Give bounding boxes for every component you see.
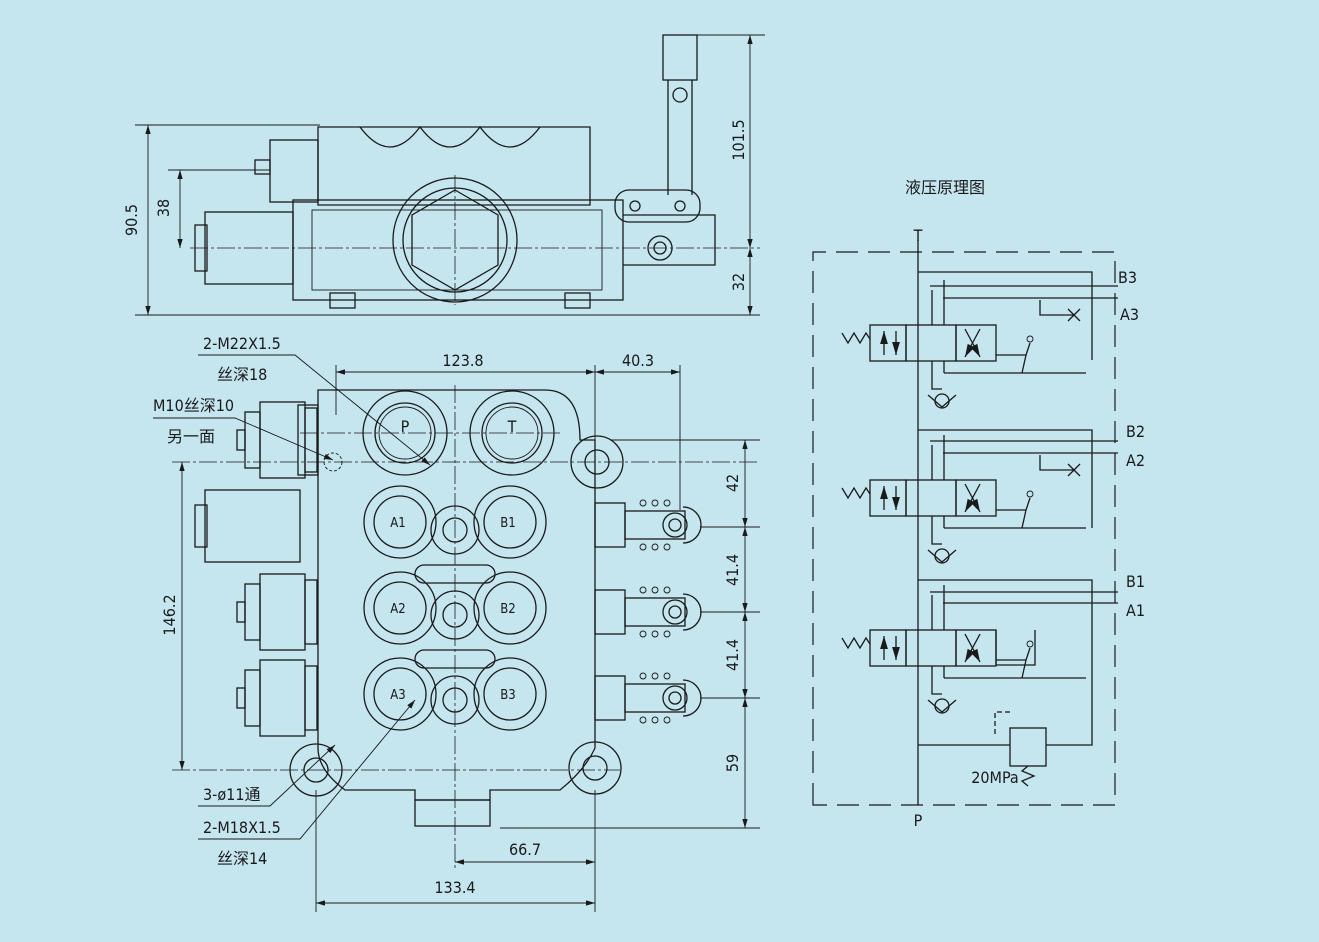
schematic-title: 液压原理图 — [905, 178, 985, 197]
dim-32: 32 — [729, 273, 748, 291]
dim-146-2: 146.2 — [160, 594, 179, 635]
dim-59: 59 — [723, 754, 742, 772]
dim-133-4: 133.4 — [434, 878, 475, 897]
side-view: 90.5 38 101.5 32 — [122, 34, 765, 316]
schematic-a3: A3 — [1120, 305, 1139, 324]
dim-42: 42 — [723, 474, 742, 492]
callout-m10: M10丝深10 — [153, 396, 234, 415]
port-t-label: T — [507, 417, 517, 436]
port-b1-label: B1 — [500, 516, 515, 531]
callout-port-depth: 丝深18 — [217, 365, 267, 384]
port-p-label: P — [401, 417, 410, 436]
front-view: P T A1 B1 A2 B2 A3 B3 2-M22X1.5 丝深18 M10… — [153, 334, 760, 912]
callout-other-side: 另一面 — [167, 427, 215, 446]
port-b2-label: B2 — [500, 602, 515, 617]
port-b3-label: B3 — [500, 688, 515, 703]
callout-m18-depth: 丝深14 — [217, 849, 267, 868]
dim-90-5: 90.5 — [122, 204, 141, 236]
schematic-b2: B2 — [1126, 422, 1145, 441]
dim-123-8: 123.8 — [442, 351, 483, 370]
schematic-b1: B1 — [1126, 572, 1145, 591]
schematic-a1: A1 — [1126, 601, 1145, 620]
valve-section-1 — [842, 579, 1118, 713]
valve-section-3 — [842, 271, 1118, 408]
dim-66-7: 66.7 — [509, 840, 541, 859]
schematic-port-p: P — [914, 811, 923, 830]
callout-port-thread: 2-M22X1.5 — [203, 334, 281, 353]
port-a1-label: A1 — [390, 516, 405, 531]
callout-holes: 3-ø11通 — [203, 785, 260, 804]
schematic-a2: A2 — [1126, 451, 1145, 470]
hydraulic-schematic: 液压原理图 T P 20MPa B3 A3 B2 A2 B1 A1 — [812, 178, 1145, 830]
relief-valve — [918, 678, 1093, 787]
dim-40-3: 40.3 — [622, 351, 654, 370]
schematic-b3: B3 — [1118, 268, 1137, 287]
dim-41-4-a: 41.4 — [723, 554, 742, 586]
callout-m18: 2-M18X1.5 — [203, 818, 281, 837]
dim-41-4-b: 41.4 — [723, 639, 742, 671]
schematic-port-t: T — [913, 226, 923, 245]
port-a2-label: A2 — [390, 602, 405, 617]
dim-101-5: 101.5 — [729, 119, 748, 160]
relief-pressure: 20MPa — [971, 768, 1019, 787]
port-a3-label: A3 — [390, 688, 405, 703]
dim-38: 38 — [154, 199, 173, 217]
valve-section-2 — [842, 429, 1118, 563]
